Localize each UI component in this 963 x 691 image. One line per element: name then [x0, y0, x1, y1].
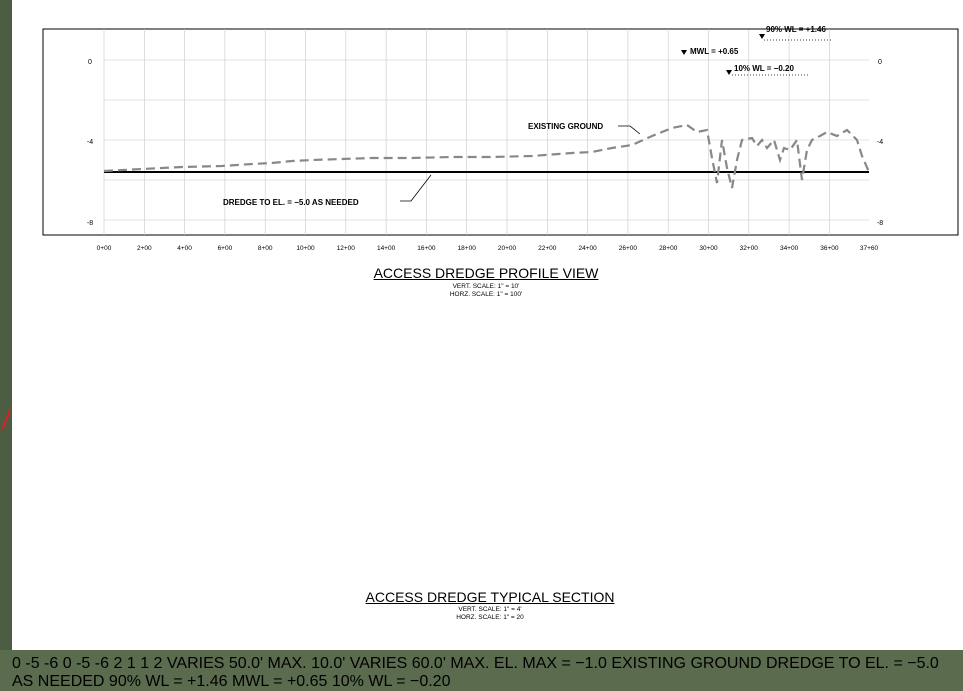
- section-existing-ground-line: 2 1 1 2 VARIES 50.0' MAX.: [12, 655, 939, 690]
- profile-existing-ground-line: [103, 123, 871, 189]
- section-fill-berm: 2 1 1 2 VARIES 50.0' MAX.: [12, 655, 939, 690]
- section-slope-2-left: 2: [113, 655, 123, 672]
- profile-x-tick-label: 0+00: [97, 245, 112, 252]
- section-water-level-10: 10% WL = −0.20: [332, 673, 451, 690]
- section-view: -120-100-80-60-40-2002040 0 -5 -6 0 -5 -…: [12, 655, 939, 690]
- section-60-max-label: 60.0' MAX.: [411, 655, 490, 672]
- profile-y-tick-left: 0: [88, 59, 92, 66]
- profile-x-tick-label: 4+00: [177, 245, 192, 252]
- profile-x-tick-label: 28+00: [659, 245, 678, 252]
- section-dredge-cut: 2 1 1 2 VARIES 50.0' MAX.: [12, 655, 939, 690]
- profile-dredge-label: DREDGE TO EL. = −5.0 AS NEEDED: [223, 198, 359, 207]
- section-dredge-line: 2 1 1 2 VARIES 50.0' MAX.: [12, 655, 939, 690]
- profile-dredge-leader: [400, 174, 432, 202]
- section-y-tick-left: -5: [25, 655, 40, 672]
- profile-x-tick-label: 18+00: [458, 245, 477, 252]
- profile-frame: [42, 28, 959, 236]
- section-50-max-label: 50.0' MAX.: [228, 655, 307, 672]
- section-el-max-label: EL. MAX = −1.0: [493, 655, 607, 672]
- section-title: ACCESS DREDGE TYPICAL SECTION: [365, 589, 615, 605]
- profile-y-tick-right: -8: [877, 220, 883, 227]
- profile-x-axis: 0+00 2+00 4+00 6+00 8+00 10+00 12+00 14+00 16+00…: [97, 245, 879, 252]
- section-y-tick-right: -5: [76, 655, 91, 672]
- section-horz-scale: HORZ. SCALE: 1" = 20: [456, 614, 524, 621]
- section-wl10-label: 10% WL = −0.20: [331, 673, 451, 690]
- profile-x-tick-label: 14+00: [377, 245, 396, 252]
- section-vert-scale: VERT. SCALE: 1" = 4': [458, 606, 522, 613]
- section-water-level-mwl: MWL = +0.65: [232, 673, 332, 690]
- drawing-canvas: 0+00 2+00 4+00 6+00 8+00 10+00 12+00 14+00 16+00…: [42, 25, 959, 252]
- profile-water-level-10: 10% WL = −0.20: [726, 64, 808, 76]
- profile-x-tick-label: 10+00: [296, 245, 315, 252]
- profile-x-tick-label: 6+00: [218, 245, 233, 252]
- profile-x-tick-label: 2+00: [137, 245, 152, 252]
- drawing-sheet: 0+00 2+00 4+00 6+00 8+00 10+00 12+00 14+00 16+00…: [12, 0, 963, 690]
- profile-mwl-label: MWL = +0.65: [690, 47, 739, 56]
- section-water-level-90: 90% WL = +1.46: [109, 673, 232, 690]
- profile-x-tick-label: 34+00: [780, 245, 799, 252]
- profile-x-tick-label: 26+00: [619, 245, 638, 252]
- profile-horz-scale: HORZ. SCALE: 1" = 100': [449, 291, 523, 298]
- profile-x-tick-label: 20+00: [498, 245, 517, 252]
- profile-x-tick-label: 22+00: [538, 245, 557, 252]
- profile-existing-ground-leader: [618, 125, 641, 135]
- profile-x-tick-label: 37+60: [860, 245, 879, 252]
- profile-title: ACCESS DREDGE PROFILE VIEW: [373, 265, 599, 281]
- profile-y-tick-left: -4: [87, 139, 93, 146]
- section-y-tick-right: -6: [94, 655, 110, 672]
- section-10-label: 10.0': [311, 655, 346, 672]
- profile-wl10-label: 10% WL = −0.20: [734, 64, 794, 73]
- profile-existing-ground-label: EXISTING GROUND: [528, 122, 603, 131]
- section-frame-left: -120-100-80-60-40-2002040 0 -5 -6 0 -5 -…: [12, 655, 939, 690]
- section-y-tick-right: 0: [62, 655, 72, 672]
- section-y-tick-left: 0: [12, 655, 21, 672]
- section-frame-bottom: -120-100-80-60-40-2002040 0 -5 -6 0 -5 -…: [12, 655, 939, 690]
- profile-water-level-90: 90% WL = +1.46: [748, 25, 832, 41]
- profile-x-tick-label: 24+00: [578, 245, 597, 252]
- profile-y-tick-left: -8: [87, 220, 93, 227]
- profile-grid: [103, 29, 869, 235]
- section-dredge-leader: 90% WL = +1.46 MWL = +0.65 10% WL = −0.2…: [109, 673, 451, 690]
- section-slope-2-right: 2: [153, 655, 163, 672]
- section-slope-mark-right: 1 2 VARIES 50.0' MAX. 10.0': [12, 655, 939, 690]
- profile-x-tick-label: 12+00: [337, 245, 356, 252]
- profile-wl90-label: 90% WL = +1.46: [766, 25, 826, 34]
- profile-x-tick-label: 36+00: [820, 245, 839, 252]
- profile-vert-scale: VERT. SCALE: 1" = 10': [452, 283, 520, 290]
- profile-x-tick-label: 30+00: [699, 245, 718, 252]
- profile-water-level-mwl: MWL = +0.65: [681, 47, 739, 56]
- section-y-tick-left: -6: [44, 655, 59, 672]
- profile-y-tick-right: 0: [878, 59, 882, 66]
- profile-x-tick-label: 32+00: [740, 245, 759, 252]
- section-varies-left-label: VARIES: [166, 655, 225, 672]
- section-varies-right-label: VARIES: [349, 655, 408, 672]
- profile-x-tick-label: 16+00: [417, 245, 436, 252]
- section-slope-mark-left: 2 1 1 2 VARIES 50.0' MAX.: [12, 655, 939, 690]
- section-slope-1-right: 1: [140, 655, 150, 672]
- section-slope-1-left: 1: [126, 655, 136, 672]
- section-mwl-label: MWL = +0.65: [231, 673, 328, 690]
- profile-y-tick-right: -4: [877, 139, 883, 146]
- section-existing-ground-label: EXISTING GROUND: [611, 655, 762, 672]
- section-wl90-label: 90% WL = +1.46: [108, 673, 228, 690]
- profile-view: 0+00 2+00 4+00 6+00 8+00 10+00 12+00 14+00 16+00…: [42, 25, 959, 252]
- section-frame-top: -120-100-80-60-40-2002040 0 -5 -6 0 -5 -…: [12, 655, 939, 690]
- profile-x-tick-label: 8+00: [258, 245, 273, 252]
